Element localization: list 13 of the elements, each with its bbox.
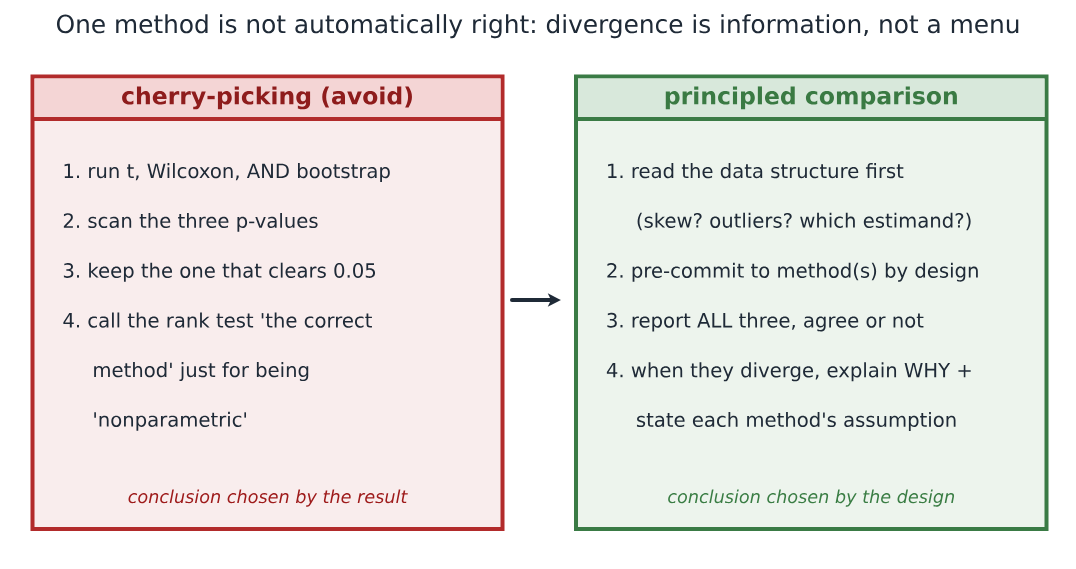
list-item: 1. run t, Wilcoxon, AND bootstrap — [64, 163, 390, 183]
list-item: 4. call the rank test 'the correct method' just for being 'nonparametric' — [63, 312, 372, 431]
list-item: 1. read the data structure first (skew? outliers? which estimand?) — [608, 163, 971, 231]
list-item: 3. keep the one that clears 0.05 — [63, 262, 376, 282]
diagram-title: One method is not automatically right: divergence is information, not a menu — [57, 14, 1019, 39]
panel-heading: cherry-picking (avoid) — [32, 78, 503, 121]
list-item: 4. when they diverge, explain WHY + state each method's assumption — [606, 362, 971, 431]
italic-note: conclusion chosen by the design — [668, 489, 954, 507]
panel-heading: principled comparison — [576, 78, 1047, 121]
italic-note: conclusion chosen by the result — [128, 489, 408, 507]
list-item: 2. scan the three p-values — [63, 212, 318, 232]
list-item: 3. report ALL three, agree or not — [607, 312, 924, 332]
list-item: 2. pre-commit to method(s) by design — [607, 262, 978, 282]
